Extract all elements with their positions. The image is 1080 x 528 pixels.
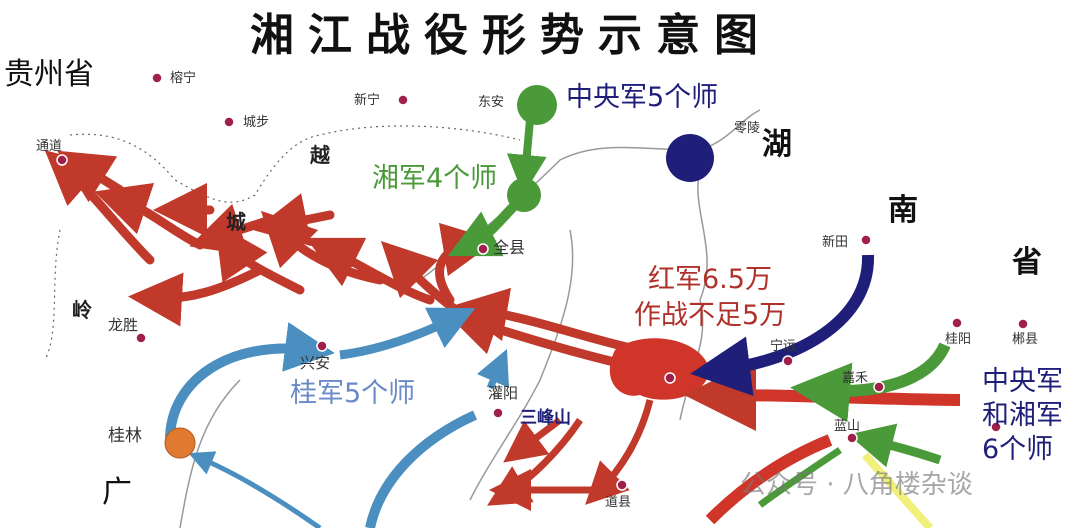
city-quanxian: 全县	[493, 238, 526, 257]
city-guiyang: 桂阳	[945, 332, 972, 347]
city-jiahe: 嘉禾	[842, 371, 869, 386]
hunan-arrow-1	[506, 119, 547, 195]
watermark: 公众号 · 八角楼杂谈	[740, 470, 973, 500]
label-red-army-combat: 作战不足5万	[634, 300, 787, 331]
city-lingling: 零陵	[734, 121, 761, 136]
province-hunan-hu: 湖	[762, 127, 792, 162]
hunan-arrow-4	[848, 423, 942, 468]
province-guizhou: 贵州省	[4, 57, 94, 92]
label-joint-army-3: 6个师	[982, 434, 1054, 465]
southeast-red-arrow	[705, 434, 833, 525]
city-chengbu: 城步	[243, 115, 270, 130]
hunan-arrow-5	[757, 447, 842, 508]
city-xingan: 兴安	[300, 354, 331, 372]
city-guanyang: 灌阳	[488, 384, 519, 402]
city-chenxian: 郴县	[1012, 332, 1039, 347]
city-dongan: 东安	[478, 95, 505, 110]
city-xintian: 新田	[822, 235, 849, 250]
label-hunan-army-4: 湘军4个师	[372, 163, 498, 194]
city-guilin: 桂林	[108, 426, 142, 446]
city-daoxian: 道县	[605, 495, 632, 510]
guilin-circle	[164, 427, 196, 459]
label-central-army-5: 中央军5个师	[566, 82, 719, 113]
guangxi-arrow-4	[188, 451, 322, 528]
province-hunan-nan: 南	[888, 193, 918, 228]
central-army-arrow	[690, 254, 875, 397]
city-tongdao: 通道	[36, 139, 63, 154]
city-markers	[56, 72, 1029, 491]
province-hunan-sheng: 省	[1012, 245, 1042, 280]
city-lanshan: 蓝山	[834, 419, 861, 434]
ridge-cheng: 城	[226, 210, 246, 234]
central-army-lingling-circle	[666, 134, 714, 182]
city-xinning: 新宁	[354, 93, 381, 108]
guangxi-arrow-3	[365, 410, 478, 528]
hunan-army-dongan-circle	[517, 85, 557, 125]
label-joint-army-1: 中央军	[982, 366, 1063, 397]
guangxi-arrow-1	[165, 322, 335, 441]
label-guangxi-army-5: 桂军5个师	[290, 378, 416, 409]
label-red-army-total: 红军6.5万	[648, 264, 772, 295]
red-army-main-body	[609, 338, 710, 400]
province-borders	[44, 125, 521, 361]
label-sanfengshan: 三峰山	[520, 408, 571, 428]
red-army-arrows	[44, 150, 655, 375]
city-longsheng: 龙胜	[108, 316, 139, 334]
ridge-yue: 越	[310, 143, 330, 167]
map-title: 湘江战役形势示意图	[250, 10, 772, 61]
city-rongning: 榕宁	[170, 71, 197, 86]
hunan-arrow-2	[447, 201, 519, 257]
red-army-south-arrows	[486, 399, 654, 511]
city-ningyuan: 宁远	[770, 339, 797, 354]
ridge-ling: 岭	[72, 298, 92, 322]
hunan-arrow-3	[790, 342, 951, 423]
yellow-arrow	[862, 452, 933, 528]
label-joint-army-2: 和湘军	[982, 400, 1063, 431]
guangxi-arrow-5	[476, 348, 510, 390]
province-guangxi: 广	[102, 475, 132, 510]
guangxi-arrow-2	[339, 307, 476, 360]
hunan-army-circle-2	[507, 178, 541, 212]
